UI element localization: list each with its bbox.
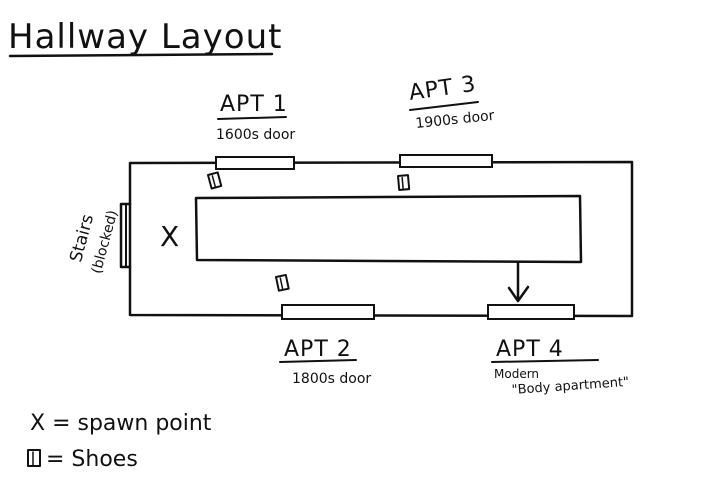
apt1-door xyxy=(215,156,295,170)
legend-shoes: = Shoes xyxy=(46,447,138,472)
apt4-door xyxy=(487,304,575,320)
shoes-icon xyxy=(207,171,223,190)
hallway-inner-wall xyxy=(194,194,583,264)
arrow-down-icon xyxy=(507,260,530,303)
apt1-label: APT 1 xyxy=(220,92,288,117)
apt3-label: APT 3 xyxy=(407,72,478,106)
shoes-icon xyxy=(27,449,41,467)
apt2-door xyxy=(281,304,375,320)
apt3-door xyxy=(399,154,493,168)
apt1-note: 1600s door xyxy=(216,127,295,143)
stairs-label-group: Stairs (blocked) xyxy=(66,209,121,276)
page-title: Hallway Layout xyxy=(8,17,282,57)
shoes-icon xyxy=(397,174,411,191)
title-underline xyxy=(8,52,274,58)
legend-spawn: X = spawn point xyxy=(30,411,212,436)
apt3-note: 1900s door xyxy=(415,108,496,132)
hallway-outer-wall xyxy=(128,160,634,318)
spawn-marker: X xyxy=(160,220,179,253)
shoes-icon xyxy=(275,273,290,292)
apt4-label: APT 4 xyxy=(496,337,564,362)
apt4-note: Modern xyxy=(494,367,539,381)
apt2-label: APT 2 xyxy=(284,337,352,362)
apt2-note: 1800s door xyxy=(292,371,371,387)
